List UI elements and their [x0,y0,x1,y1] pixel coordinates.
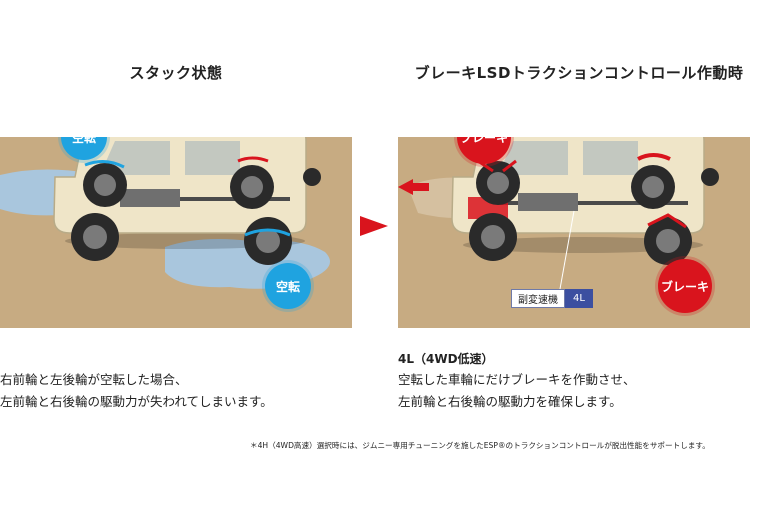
right-desc-line-2: 左前輪と右後輪の駆動力を確保します。 [398,391,636,413]
sub-transmission-label: 副変速機 [511,289,565,308]
left-panel-title: スタック状態 [0,62,352,83]
sub-transmission-indicator: 副変速機 4L [511,289,593,308]
stuck-state-illustration: 空転 空転 [0,137,352,328]
left-description: 右前輪と左後輪が空転した場合、 左前輪と右後輪の駆動力が失われてしまいます。 [0,369,273,413]
sub-transmission-value: 4L [565,289,593,308]
right-panel-title: ブレーキLSDトラクションコントロール作動時 [390,62,768,83]
left-desc-line-2: 左前輪と右後輪の駆動力が失われてしまいます。 [0,391,273,413]
brake-badge-bottom: ブレーキ [658,259,712,313]
footnote: ＊4H（4WD高速）選択時には、ジムニー専用チューニングを施したESP®のトラク… [250,440,710,451]
left-desc-line-1: 右前輪と左後輪が空転した場合、 [0,369,273,391]
spin-badge-bottom: 空転 [265,263,311,309]
right-description: 空転した車輪にだけブレーキを作動させ、 左前輪と右後輪の駆動力を確保します。 [398,369,636,413]
right-subhead: 4L（4WD低速） [398,350,494,367]
right-desc-line-1: 空転した車輪にだけブレーキを作動させ、 [398,369,636,391]
transition-arrow-icon [360,216,388,236]
